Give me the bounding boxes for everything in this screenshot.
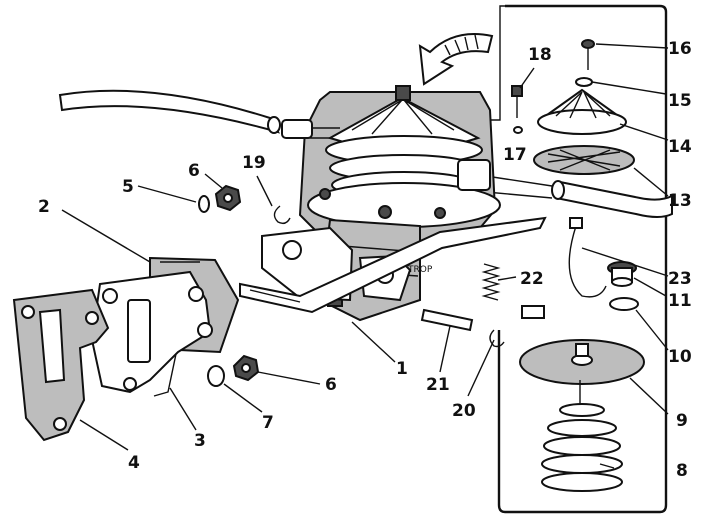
label-9: 9 <box>676 411 688 431</box>
outlet-pipe-end <box>551 180 565 200</box>
label-14: 14 <box>668 137 692 157</box>
label-1: 1 <box>396 359 408 379</box>
label-6-bottom: 6 <box>325 375 337 395</box>
inset-frame <box>497 4 668 514</box>
circlip-19 <box>273 205 291 225</box>
label-4: 4 <box>128 453 140 473</box>
label-20: 20 <box>452 401 476 421</box>
bolt-18 <box>511 85 523 118</box>
washer-17 <box>513 126 523 134</box>
spring-22 <box>481 263 501 301</box>
outlet-nipple <box>485 175 553 199</box>
direction-arrow <box>418 33 494 86</box>
label-3: 3 <box>194 431 206 451</box>
label-10: 10 <box>668 347 692 367</box>
label-17: 17 <box>503 145 527 165</box>
washer-5 <box>198 195 210 213</box>
label-13: 13 <box>668 191 692 211</box>
filter-mesh <box>547 149 621 171</box>
gasket <box>12 288 110 442</box>
washer-15 <box>575 77 593 87</box>
ring-10 <box>609 297 639 311</box>
label-6-top: 6 <box>188 161 200 181</box>
spring-8 <box>541 380 623 492</box>
clip-23 <box>568 217 607 298</box>
label-15: 15 <box>668 91 692 111</box>
nut-11 <box>607 261 637 287</box>
label-7: 7 <box>262 413 274 433</box>
label-21: 21 <box>426 375 450 395</box>
label-8: 8 <box>676 461 688 481</box>
washer-7 <box>207 365 225 387</box>
nut-bottom-hole <box>241 363 251 373</box>
screw-16 <box>581 39 595 70</box>
tag-plate <box>521 305 545 319</box>
pump-body: TROP <box>239 85 547 322</box>
label-2: 2 <box>38 197 50 217</box>
circlip-20 <box>489 329 505 348</box>
nut-top-hole <box>223 193 233 203</box>
label-19: 19 <box>242 153 266 173</box>
direction-arrow-hatch <box>444 34 479 56</box>
inlet-pipe <box>58 89 281 134</box>
svg-text:TROP: TROP <box>407 265 433 275</box>
label-18: 18 <box>528 45 552 65</box>
leader-lines <box>61 43 669 469</box>
pin-21 <box>420 308 474 332</box>
mounting-plate <box>90 270 213 397</box>
label-5: 5 <box>122 177 134 197</box>
label-23: 23 <box>668 269 692 289</box>
cover-14 <box>537 88 627 135</box>
inlet-pipe-end <box>267 116 281 134</box>
outlet-pipe <box>554 180 673 218</box>
label-22: 22 <box>520 269 544 289</box>
label-11: 11 <box>668 291 692 311</box>
label-16: 16 <box>668 39 692 59</box>
diaphragm-9 <box>519 339 645 385</box>
